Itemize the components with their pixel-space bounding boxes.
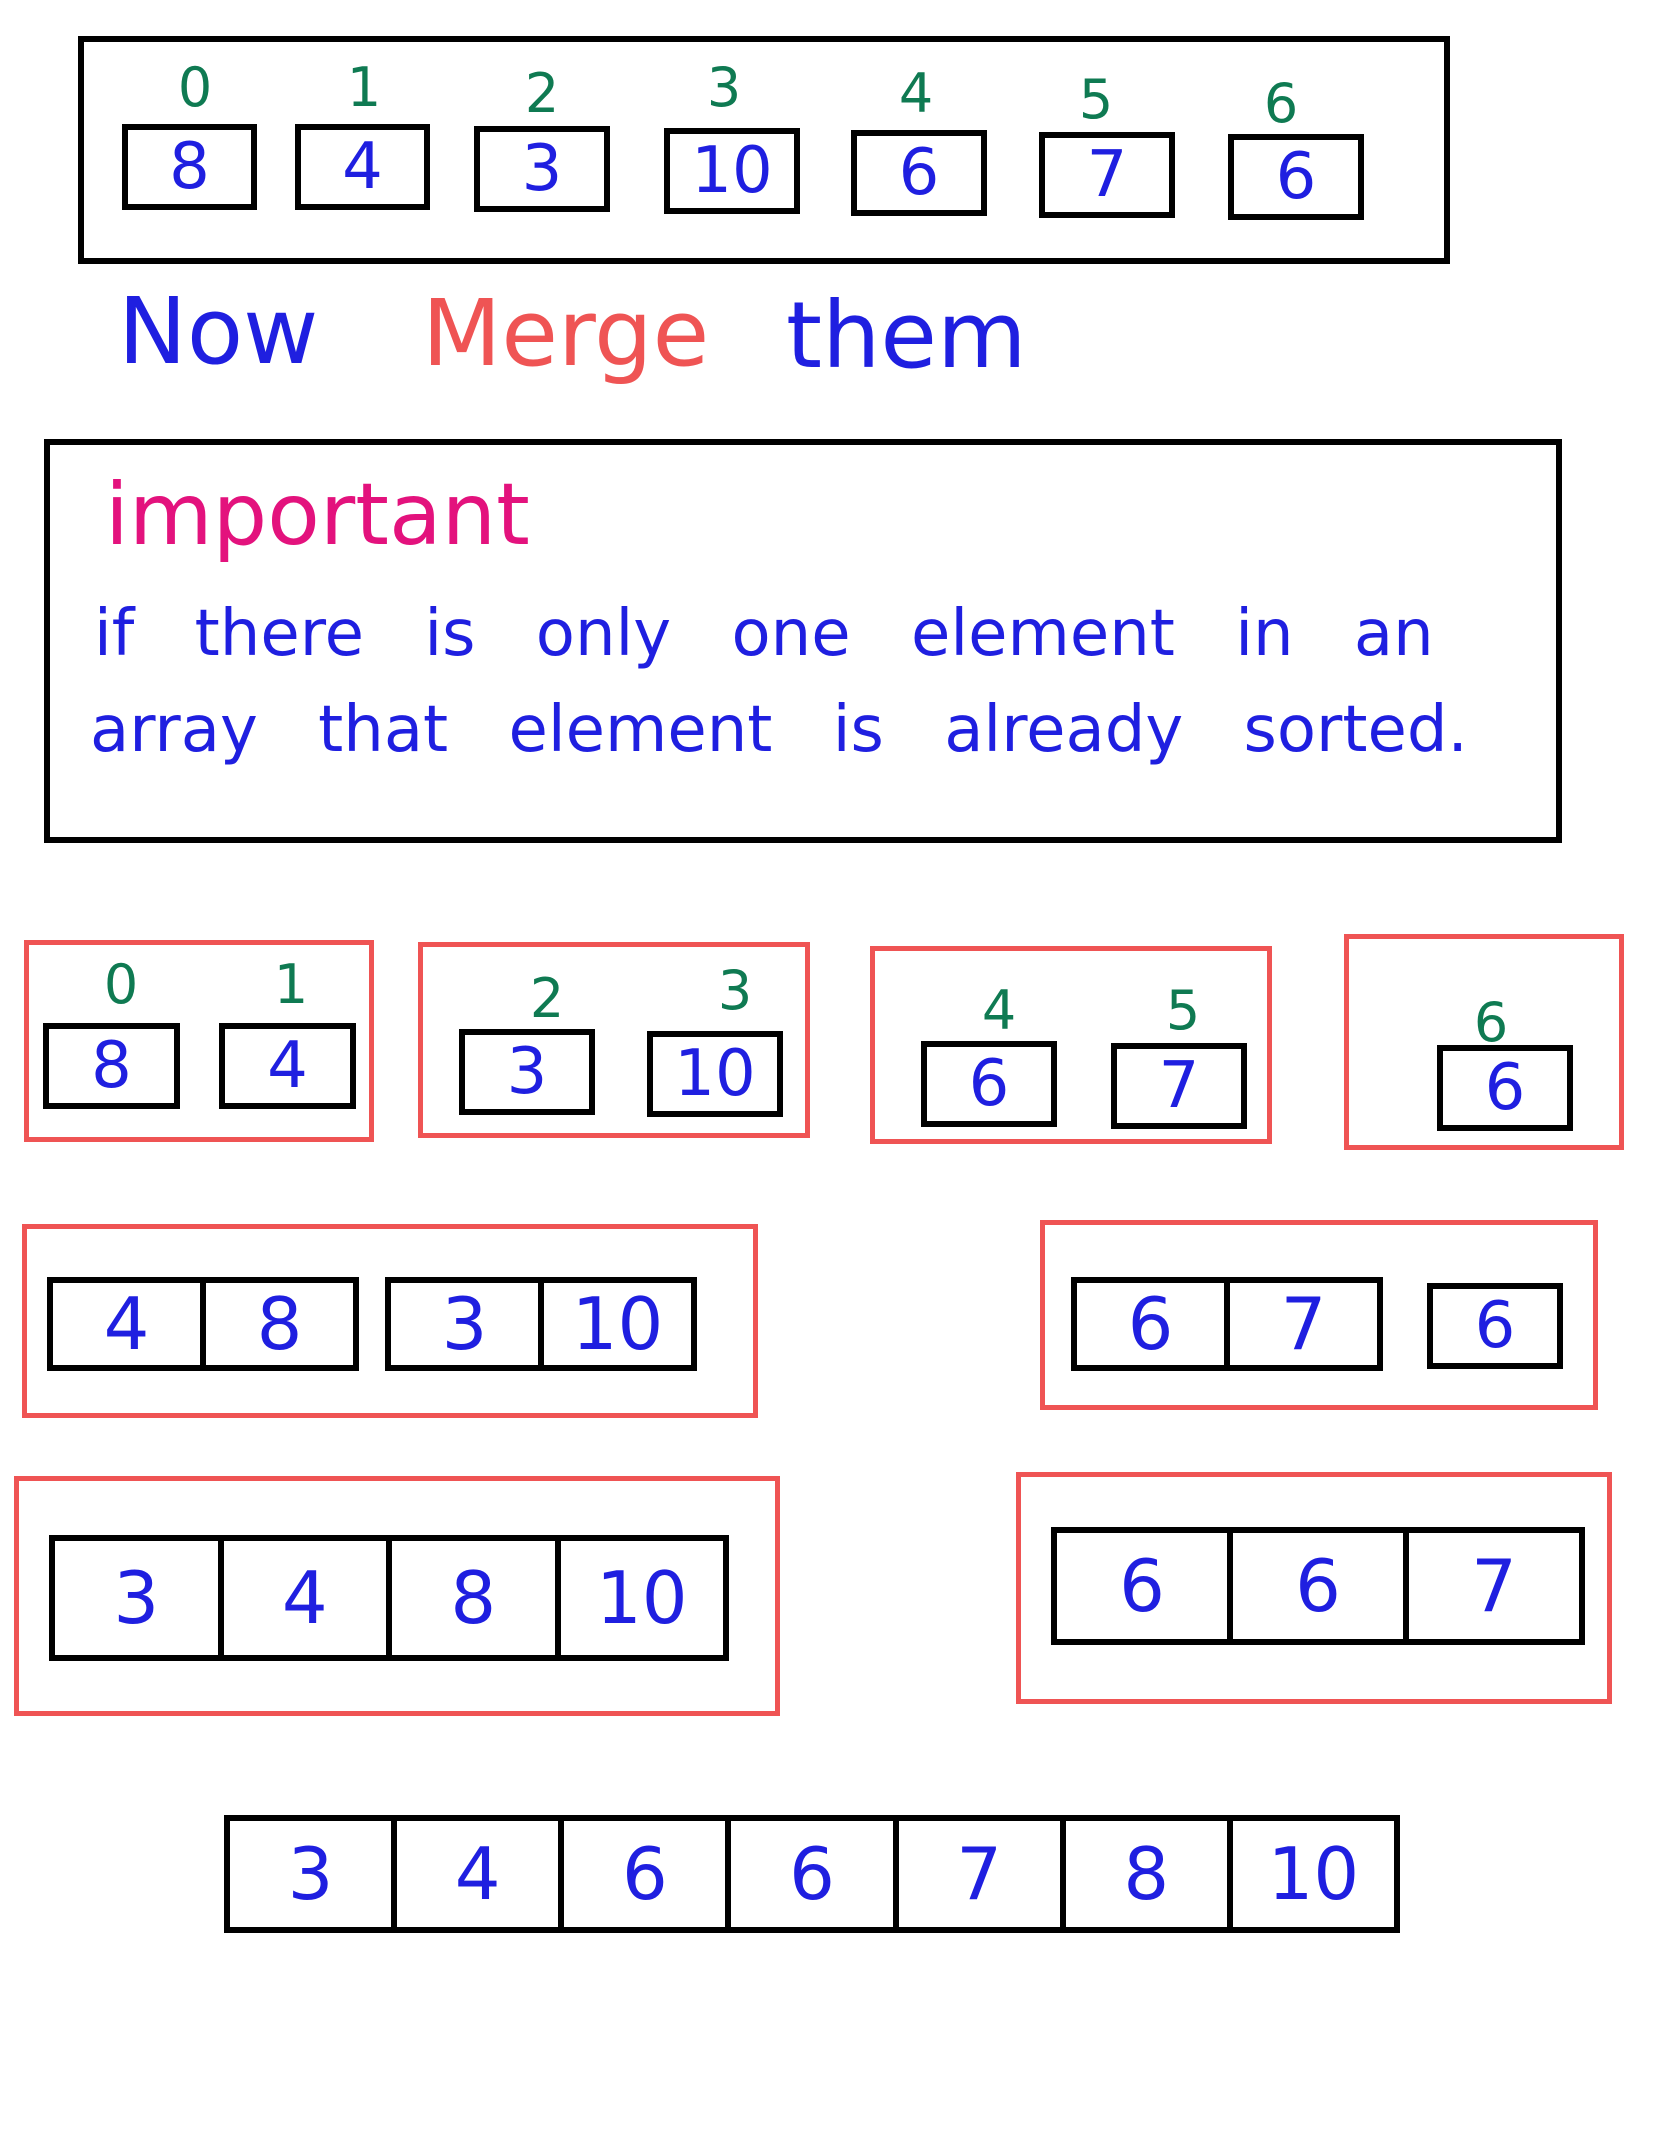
array-cell: 8	[1059, 1821, 1227, 1927]
array-cell: 3	[287, 1832, 334, 1916]
array-cell: 4	[219, 1023, 356, 1109]
array-cell: 6	[1228, 134, 1364, 220]
index-label: 3	[706, 56, 742, 119]
split-group: 6 6	[1344, 934, 1624, 1150]
array-cell: 10	[647, 1031, 783, 1117]
array-cell: 6	[1119, 1544, 1165, 1628]
array-cell: 6	[558, 1821, 725, 1927]
note-line-1: if there is only one element in an	[94, 597, 1434, 671]
array-cell: 7	[892, 1821, 1060, 1927]
index-label: 5	[1165, 979, 1201, 1042]
index-label: 1	[346, 56, 382, 119]
array-cell: 7	[1224, 1282, 1377, 1366]
array-cell: 3	[113, 1556, 160, 1640]
merge-group: 6 7 6	[1040, 1220, 1598, 1410]
array-cell: 8	[122, 124, 257, 210]
index-label: 1	[273, 953, 309, 1016]
array-cell: 6	[1427, 1283, 1563, 1369]
merged-pair: 4 8	[47, 1277, 359, 1371]
initial-array-frame	[78, 36, 1450, 264]
index-label: 5	[1078, 68, 1114, 131]
array-cell: 6	[1227, 1533, 1403, 1639]
array-cell: 4	[391, 1821, 558, 1927]
index-label: 2	[529, 967, 565, 1030]
array-cell: 10	[1226, 1821, 1394, 1927]
array-cell: 6	[851, 130, 987, 216]
merged-pair: 3 10	[385, 1277, 697, 1371]
index-label: 0	[103, 953, 139, 1016]
note-line-2: array that element is already sorted.	[90, 693, 1468, 767]
array-cell: 7	[1111, 1043, 1247, 1129]
index-label: 6	[1263, 72, 1299, 135]
heading-them: them	[786, 282, 1027, 389]
merge-group: 4 8 3 10	[22, 1224, 758, 1418]
array-cell: 6	[725, 1821, 892, 1927]
merged-pair: 6 7	[1071, 1277, 1383, 1371]
heading-now: Now	[118, 278, 319, 385]
array-cell: 8	[386, 1541, 555, 1655]
array-cell: 10	[554, 1541, 724, 1655]
heading-merge: Merge	[422, 280, 710, 387]
merged-array: 6 6 7	[1051, 1527, 1585, 1645]
array-cell: 8	[200, 1282, 353, 1366]
note-title: important	[105, 465, 530, 565]
array-cell: 6	[1437, 1045, 1573, 1131]
index-label: 3	[717, 959, 753, 1022]
split-group: 2 3 3 10	[418, 942, 810, 1138]
array-cell: 3	[441, 1282, 488, 1366]
index-label: 2	[524, 62, 560, 125]
array-cell: 3	[459, 1029, 595, 1115]
index-label: 6	[1473, 991, 1509, 1054]
array-cell: 4	[103, 1282, 150, 1366]
sorted-array: 3 4 6 6 7 8 10	[224, 1815, 1400, 1933]
index-label: 4	[981, 979, 1017, 1042]
merge-group: 6 6 7	[1016, 1472, 1612, 1704]
array-cell: 7	[1039, 132, 1175, 218]
split-group: 4 5 6 7	[870, 946, 1272, 1144]
index-label: 0	[177, 56, 213, 119]
array-cell: 6	[921, 1041, 1057, 1127]
merge-group: 3 4 8 10	[14, 1476, 780, 1716]
array-cell: 3	[474, 126, 610, 212]
array-cell: 6	[1127, 1282, 1174, 1366]
array-cell: 8	[43, 1023, 180, 1109]
array-cell: 10	[664, 128, 800, 214]
array-cell: 7	[1403, 1533, 1579, 1639]
index-label: 4	[898, 62, 934, 125]
array-cell: 4	[295, 124, 430, 210]
array-cell: 4	[217, 1541, 387, 1655]
array-cell: 10	[538, 1282, 691, 1366]
important-note: important if there is only one element i…	[44, 439, 1562, 843]
split-group: 0 1 8 4	[24, 940, 374, 1142]
merged-array: 3 4 8 10	[49, 1535, 729, 1661]
